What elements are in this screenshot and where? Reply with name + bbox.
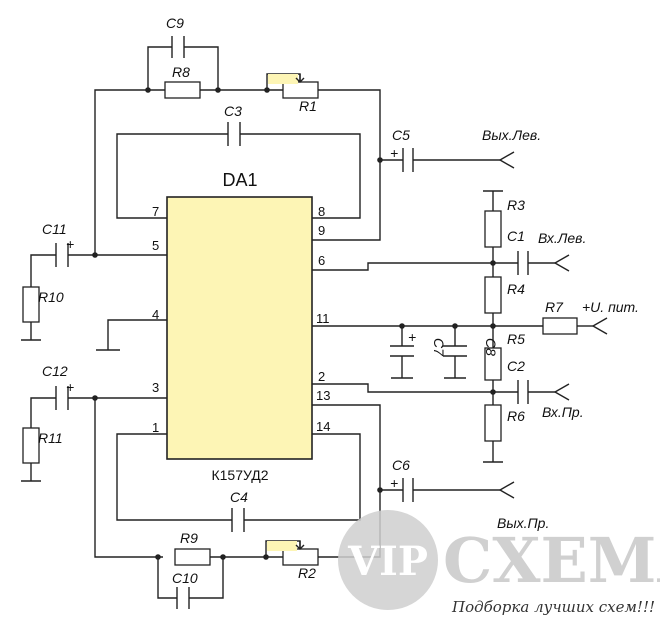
- output-right-label: Вых.Пр.: [497, 515, 549, 531]
- potentiometer-r1: [282, 81, 319, 99]
- pin-14: 14: [316, 419, 330, 434]
- label-r5: R5: [507, 331, 525, 347]
- wire-c11-r10: [30, 254, 56, 287]
- wire-pin1-c4: [116, 433, 232, 521]
- pin-5: 5: [152, 238, 159, 253]
- polarity-c6: +: [390, 475, 398, 491]
- label-r3: R3: [507, 197, 525, 213]
- chip-da1-body: [166, 196, 313, 460]
- pin-8: 8: [318, 204, 325, 219]
- pin-13: 13: [316, 388, 330, 403]
- label-r4: R4: [507, 281, 525, 297]
- label-c7: C7: [431, 338, 447, 357]
- wire-feedback-top-left: [94, 89, 165, 255]
- input-right-label: Вх.Пр.: [542, 404, 584, 420]
- label-c10: C10: [172, 570, 198, 586]
- polarity-c7: +: [408, 329, 416, 345]
- pin-6: 6: [318, 253, 325, 268]
- wire-c10-left: [157, 557, 177, 599]
- label-c3: C3: [224, 103, 242, 119]
- wire-pin4-ground: [107, 319, 167, 350]
- input-left-terminal-icon: [553, 254, 570, 272]
- resistor-r4: [484, 276, 502, 314]
- wire-feedback-bottom-left: [94, 398, 163, 558]
- wire-pin7-c3: [116, 133, 228, 219]
- wiper-arrow-icon: [295, 74, 305, 83]
- wire-c3-pin8: [240, 133, 361, 219]
- output-right-terminal-icon: [498, 481, 515, 499]
- label-r1: R1: [299, 98, 317, 114]
- label-r6: R6: [507, 408, 525, 424]
- polarity-c11: +: [66, 236, 74, 252]
- label-c2: C2: [507, 358, 525, 374]
- wire-r1-pin9: [312, 89, 381, 241]
- pin-4: 4: [152, 307, 159, 322]
- wire-pin6-c1: [312, 262, 518, 271]
- resistor-r7: [542, 317, 578, 335]
- resistor-r11: [22, 427, 40, 464]
- wire-c9-right: [184, 46, 219, 90]
- pin-7: 7: [152, 204, 159, 219]
- watermark-logo-circle: [338, 510, 438, 610]
- label-c1: C1: [507, 228, 525, 244]
- output-left-terminal-icon: [498, 151, 515, 169]
- label-r9: R9: [180, 530, 198, 546]
- wiper-highlight: [267, 541, 297, 551]
- watermark: VIP СХЕМА Подборка лучших схем!!!: [338, 510, 660, 616]
- watermark-tagline: Подборка лучших схем!!!: [451, 598, 655, 616]
- wiper-arrow-icon: [295, 541, 305, 550]
- wire-c12-r11: [30, 397, 56, 428]
- label-c8: C8: [483, 338, 499, 356]
- polarity-c12: +: [66, 379, 74, 395]
- potentiometer-r2: [282, 548, 319, 566]
- watermark-vip: VIP: [347, 538, 428, 585]
- wiper-highlight: [268, 74, 298, 84]
- power-label: +U. пит.: [582, 299, 639, 315]
- label-r2: R2: [298, 565, 316, 581]
- resistor-r10: [22, 286, 40, 323]
- label-r7: R7: [545, 299, 564, 315]
- wire-c4-pin14: [244, 433, 361, 521]
- label-r11: R11: [38, 430, 63, 446]
- resistor-r8: [164, 81, 201, 99]
- pin-3: 3: [152, 380, 159, 395]
- pin-9: 9: [318, 223, 325, 238]
- resistor-r9: [174, 548, 211, 566]
- wire-c10-right: [189, 557, 224, 599]
- power-terminal-icon: [591, 317, 608, 335]
- chip-type: К157УД2: [211, 467, 268, 483]
- input-right-terminal-icon: [553, 383, 570, 401]
- resistor-r6: [484, 404, 502, 442]
- polarity-c5: +: [390, 145, 398, 161]
- label-c6: C6: [392, 457, 410, 473]
- output-left-label: Вых.Лев.: [482, 127, 541, 143]
- chip-name: DA1: [222, 170, 257, 190]
- label-c11: C11: [42, 221, 67, 237]
- label-c9: C9: [166, 15, 184, 31]
- junction: [92, 252, 98, 258]
- label-r8: R8: [172, 64, 190, 80]
- wire-pin2-c2: [312, 383, 518, 393]
- input-left-label: Вх.Лев.: [538, 230, 586, 246]
- pin-1: 1: [152, 420, 159, 435]
- label-c4: C4: [230, 489, 248, 505]
- label-c12: C12: [42, 363, 68, 379]
- pin-11: 11: [316, 311, 330, 326]
- watermark-brand: СХЕМА: [443, 524, 660, 597]
- wire-c9-left: [147, 46, 172, 90]
- label-r10: R10: [38, 289, 64, 305]
- label-c5: C5: [392, 127, 410, 143]
- resistor-r3: [484, 210, 502, 248]
- pin-2: 2: [318, 369, 325, 384]
